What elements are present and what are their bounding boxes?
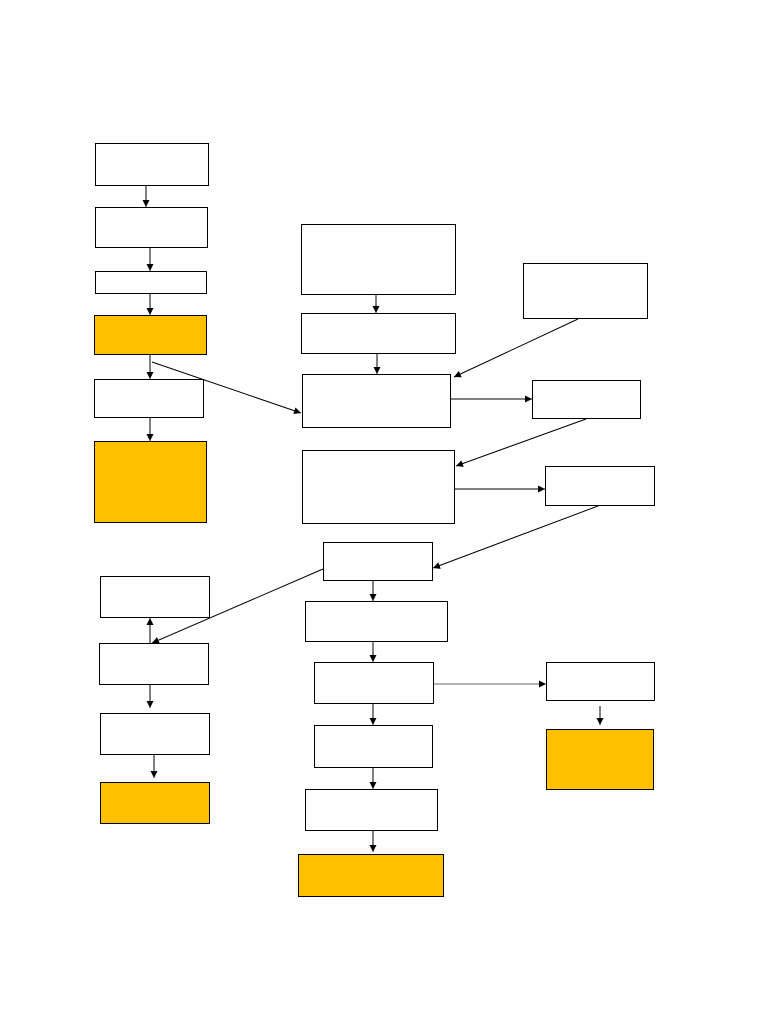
box-mid-4 <box>314 725 433 768</box>
box-center-1 <box>301 224 456 295</box>
arrow-mid-1-to-lower-left-2 <box>151 568 324 644</box>
box-left-1 <box>95 143 209 186</box>
box-lower-right-2 <box>546 729 654 790</box>
box-center-2 <box>301 313 456 354</box>
box-lower-right-1 <box>546 662 655 701</box>
box-center-3 <box>302 374 451 428</box>
box-center-4 <box>302 450 455 524</box>
box-mid-1 <box>323 542 433 581</box>
arrow-right-3-to-mid-1 <box>432 505 599 569</box>
box-right-1 <box>523 263 648 319</box>
arrow-right-2-to-center-4 <box>455 418 587 467</box>
box-left-3 <box>95 271 207 294</box>
box-mid-6 <box>298 854 444 897</box>
box-left-2 <box>95 207 208 248</box>
box-lower-left-1 <box>100 576 210 618</box>
box-right-2 <box>532 380 641 419</box>
box-right-3 <box>545 466 655 506</box>
box-left-4 <box>94 315 207 355</box>
box-left-6 <box>94 441 207 523</box>
box-mid-2 <box>305 601 448 642</box>
box-mid-5 <box>305 789 438 831</box>
box-left-5 <box>94 379 204 418</box>
arrow-right-1-to-center-3 <box>453 318 579 378</box>
box-mid-3 <box>314 662 434 704</box>
arrow-left-4-to-center-3 <box>151 361 302 415</box>
box-lower-left-2 <box>99 643 209 685</box>
box-lower-left-3 <box>100 713 210 755</box>
box-lower-left-4 <box>100 782 210 824</box>
